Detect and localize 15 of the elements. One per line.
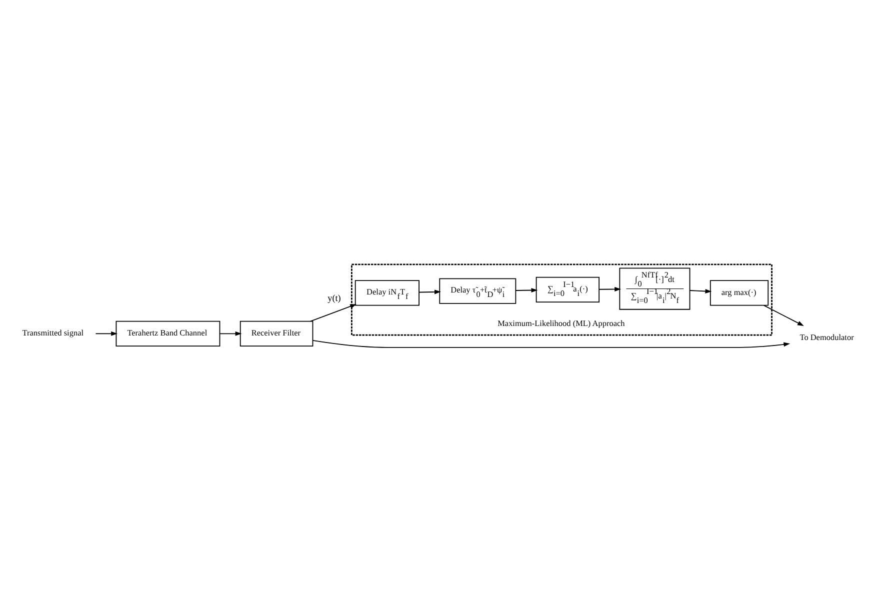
node-box: arg max(·) <box>710 280 769 306</box>
arrow <box>598 286 622 292</box>
arrow <box>418 290 441 294</box>
node-text: Transmitted signal <box>22 328 84 338</box>
arrow <box>219 331 242 336</box>
arrow <box>515 288 538 292</box>
edge-label: y(t) <box>328 293 341 304</box>
arrow <box>763 304 804 326</box>
node-box: Receiver Filter <box>240 320 314 346</box>
node-text: To Demodulator <box>800 332 854 342</box>
node-box: Terahertz Band Channel <box>116 320 220 346</box>
arrow <box>95 331 118 336</box>
arrow <box>310 304 356 322</box>
arrow <box>689 289 712 294</box>
arrow <box>312 340 790 348</box>
